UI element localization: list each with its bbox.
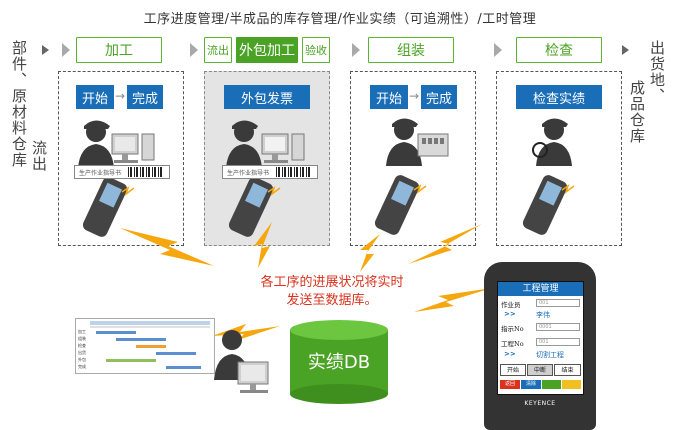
left-source-label: 部件、原材料仓库 <box>10 40 28 168</box>
gantt-row-label: 加工 <box>78 329 86 334</box>
worker-label: 作业员 <box>501 301 521 309</box>
desktop-pc-icon <box>237 361 269 393</box>
tag-start-1: 开始 <box>76 85 114 109</box>
card-text: 生产作业指导书 <box>79 169 122 177</box>
process-name-link[interactable]: 切割工程 <box>536 351 564 359</box>
terminal-title: 工程管理 <box>498 282 583 296</box>
diagram-title: 工序进度管理/半成品的库存管理/作业实绩（可追溯性）/工时管理 <box>143 12 537 27</box>
process-machining: 加工 <box>76 37 162 63</box>
scanner-icon <box>374 175 420 235</box>
flow-arrow-4 <box>494 43 502 57</box>
process-receiving: 验收 <box>302 37 330 63</box>
wireless-bolt-icon <box>120 222 492 340</box>
chevron-right-icon: >> <box>504 310 516 318</box>
worker-icon <box>386 118 422 166</box>
tag-outsourcing-invoice: 外包发票 <box>224 85 310 109</box>
left-flow-arrow <box>42 45 49 55</box>
card-text: 生产作业指导书 <box>227 169 270 177</box>
process-label: 工程No <box>501 340 524 348</box>
process-outsourcing: 外包加工 <box>236 37 298 63</box>
scanner-icon <box>82 177 128 237</box>
right-destination-label: 出货地、 <box>648 40 666 104</box>
inspector-icon <box>532 118 572 166</box>
right-flow-arrow <box>622 45 629 55</box>
function-key-yellow[interactable] <box>562 380 581 389</box>
flow-arrow-2 <box>190 43 198 57</box>
order-field[interactable]: 0001 <box>536 323 580 331</box>
arrow-right-icon: → <box>409 89 420 103</box>
process-outflow: 流出 <box>204 37 232 63</box>
computer-icon <box>111 133 155 163</box>
tag-inspection-result: 检查实绩 <box>516 85 602 109</box>
database-icon <box>290 320 388 404</box>
gantt-row-label: 完成 <box>78 364 86 369</box>
computer-icon <box>261 133 305 163</box>
start-button[interactable]: 开始 <box>500 364 526 376</box>
clear-key[interactable]: 清除 <box>521 380 541 389</box>
flow-arrow-3 <box>352 43 360 57</box>
tag-start-3: 开始 <box>370 85 408 109</box>
machine-icon <box>417 133 449 157</box>
scan-beam-icon <box>121 184 575 197</box>
process-assembly: 组装 <box>368 37 454 63</box>
barcode-icon <box>128 167 164 177</box>
gantt-row-label: 出货 <box>78 350 86 355</box>
worker-icon <box>78 120 114 168</box>
process-inspection: 检查 <box>516 37 602 63</box>
back-key[interactable]: 返回 <box>500 380 520 389</box>
worker-field[interactable]: 001 <box>536 299 580 307</box>
pause-button[interactable]: 中断 <box>527 364 553 376</box>
realtime-message: 各工序的进展状况将实时 发送至数据库。 <box>260 275 404 308</box>
terminal-screen: 工程管理 作业员 001 >> 李伟 指示No 0001 工程No 001 >>… <box>497 281 584 395</box>
worker-name: 李伟 <box>536 311 550 319</box>
barcode-icon <box>276 167 312 177</box>
database-label: 实绩DB <box>307 352 371 373</box>
flow-arrow-1 <box>62 43 70 57</box>
process-field[interactable]: 001 <box>536 338 580 346</box>
left-outflow-label: 流出 <box>30 140 48 172</box>
function-key-green[interactable] <box>542 380 561 389</box>
scanner-icon <box>228 177 274 237</box>
progress-gantt-screen: 加工 组装 检查 出货 外包 完成 <box>75 318 215 374</box>
scanner-icon <box>522 175 568 235</box>
gantt-row-label: 外包 <box>78 357 86 362</box>
arrow-right-icon: → <box>115 89 126 103</box>
tag-complete-1: 完成 <box>127 85 163 109</box>
right-warehouse-label: 成品仓库 <box>628 80 646 144</box>
order-label: 指示No <box>501 325 524 333</box>
chevron-right-icon: >> <box>504 350 516 358</box>
brand-logo: KEYENCE <box>524 400 556 407</box>
tag-complete-3: 完成 <box>421 85 457 109</box>
gantt-row-label: 组装 <box>78 336 86 341</box>
worker-icon <box>226 120 262 168</box>
gantt-row-label: 检查 <box>78 343 86 348</box>
end-button[interactable]: 结束 <box>554 364 581 376</box>
